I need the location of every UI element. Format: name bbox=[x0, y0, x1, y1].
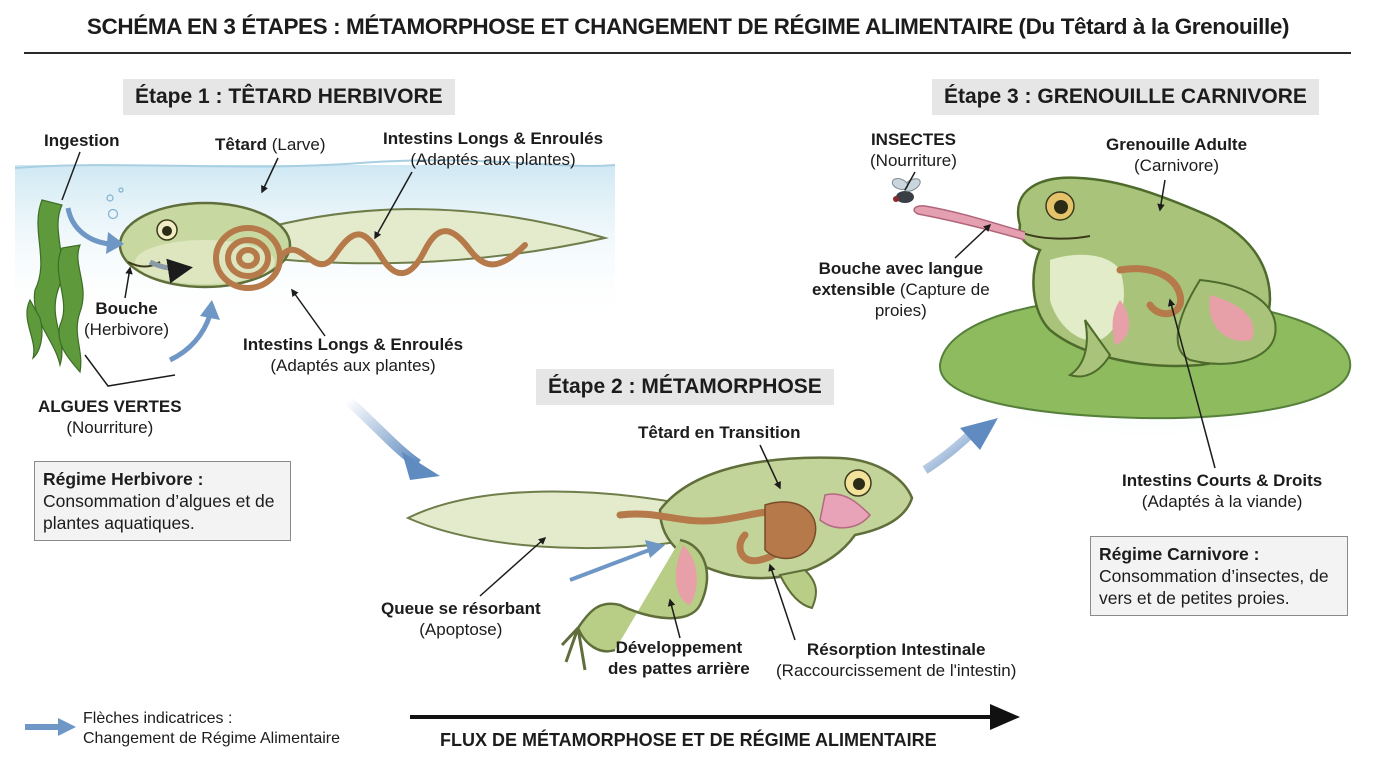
label-ingestion: Ingestion bbox=[44, 131, 120, 150]
stage3-illustration bbox=[891, 176, 1376, 445]
stage1-leaders bbox=[61, 151, 413, 387]
regime-herbivore-box: Régime Herbivore : Consommation d’algues… bbox=[34, 461, 291, 541]
stage2-leaders bbox=[479, 444, 796, 641]
stage1-diet-arrows bbox=[65, 207, 220, 363]
algae-arrow-head bbox=[200, 300, 220, 320]
leader-insectes bbox=[904, 171, 916, 191]
leg-muscle bbox=[675, 545, 697, 605]
label-intestins-courts: Intestins Courts & Droits(Adaptés à la v… bbox=[1122, 471, 1323, 511]
algae-arrow bbox=[168, 314, 213, 363]
frog-tongue bbox=[913, 205, 1026, 241]
label-algues: ALGUES VERTES(Nourriture) bbox=[38, 397, 182, 437]
frog-front-leg bbox=[1067, 319, 1112, 378]
leader-ingestion bbox=[61, 151, 81, 201]
leader-adulte bbox=[1157, 179, 1166, 212]
long-intestine bbox=[277, 228, 528, 277]
legend-line-2: Changement de Régime Alimentaire bbox=[83, 730, 341, 747]
water-surface bbox=[14, 159, 616, 169]
title-divider bbox=[24, 52, 1351, 54]
frog-belly bbox=[1050, 254, 1124, 341]
front-leg bbox=[778, 568, 817, 610]
bubbles-icon bbox=[106, 187, 124, 220]
regime-herbivore-title: Régime Herbivore : bbox=[43, 469, 204, 489]
algae-icon bbox=[26, 199, 84, 374]
label-bouche: Bouche(Herbivore) bbox=[84, 299, 170, 339]
leader-intestins bbox=[291, 288, 326, 337]
flux-label: FLUX DE MÉTAMORPHOSE ET DE RÉGIME ALIMEN… bbox=[440, 730, 937, 750]
leader-intestins-courts bbox=[1167, 298, 1216, 469]
regime-carnivore-title: Régime Carnivore : bbox=[1099, 544, 1260, 564]
hind-leg bbox=[576, 538, 709, 653]
leader-queue bbox=[479, 537, 547, 597]
hind-foot bbox=[560, 626, 587, 671]
leader-intestins-top bbox=[374, 171, 413, 240]
label-tetard: Têtard (Larve) bbox=[215, 135, 326, 154]
stage3-leaders bbox=[904, 171, 1216, 469]
label-queue: Queue se résorbant(Apoptose) bbox=[381, 599, 541, 639]
legend-line-1: Flèches indicatrices : bbox=[83, 710, 233, 727]
page-title: SCHÉMA EN 3 ÉTAPES : MÉTAMORPHOSE ET CHA… bbox=[86, 14, 1290, 39]
food-path-arrow bbox=[148, 258, 193, 284]
frog-leg-muscle bbox=[1209, 295, 1254, 341]
label-insectes: INSECTES(Nourriture) bbox=[870, 130, 957, 170]
label-transition: Têtard en Transition bbox=[638, 423, 801, 442]
regime-carnivore-text: Consommation d’insectes, de vers et de p… bbox=[1099, 566, 1329, 608]
label-resorption: Résorption Intestinale(Raccourcissement … bbox=[776, 640, 1017, 680]
short-intestine bbox=[1116, 265, 1185, 318]
leader-bouche bbox=[124, 266, 133, 299]
stage2-illustration bbox=[405, 456, 914, 671]
regime-carnivore-box: Régime Carnivore : Consommation d’insect… bbox=[1090, 536, 1348, 616]
leader-pattes bbox=[667, 598, 681, 639]
stage2-heading: Étape 2 : MÉTAMORPHOSE bbox=[536, 369, 834, 405]
legend-text: Flèches indicatrices : Changement de Rég… bbox=[83, 709, 340, 749]
label-intestins-top: Intestins Longs & Enroulés(Adaptés aux p… bbox=[383, 129, 604, 169]
stomach bbox=[764, 501, 817, 560]
leader-tetard bbox=[261, 157, 279, 194]
arrow-stage1-to-stage2 bbox=[344, 396, 421, 469]
ingestion-arrow-head bbox=[106, 232, 124, 254]
transition-mouth bbox=[819, 493, 872, 529]
tail-resorb-arrow bbox=[569, 546, 656, 582]
ingestion-arrow bbox=[65, 207, 111, 247]
stage1-illustration bbox=[14, 159, 616, 374]
transition-tail bbox=[405, 490, 691, 550]
leader-resorption bbox=[768, 563, 796, 641]
leader-bouche-langue bbox=[954, 223, 992, 259]
arrow-stage2-to-stage3-head bbox=[960, 418, 998, 450]
leader-algues bbox=[84, 354, 176, 387]
regime-herbivore-text: Consommation d’algues et de plantes aqua… bbox=[43, 491, 275, 533]
flux-arrow-head bbox=[990, 704, 1020, 730]
arrow-stage1-to-stage2-head bbox=[402, 452, 440, 480]
stage3-heading: Étape 3 : GRENOUILLE CARNIVORE bbox=[932, 79, 1319, 115]
label-adulte: Grenouille Adulte(Carnivore) bbox=[1106, 135, 1248, 175]
fly-icon bbox=[891, 178, 921, 203]
stage1-heading: Étape 1 : TÊTARD HERBIVORE bbox=[123, 79, 455, 115]
leader-transition bbox=[759, 444, 781, 490]
frog-mouth bbox=[1019, 231, 1091, 240]
label-intestins: Intestins Longs & Enroulés(Adaptés aux p… bbox=[243, 335, 464, 375]
